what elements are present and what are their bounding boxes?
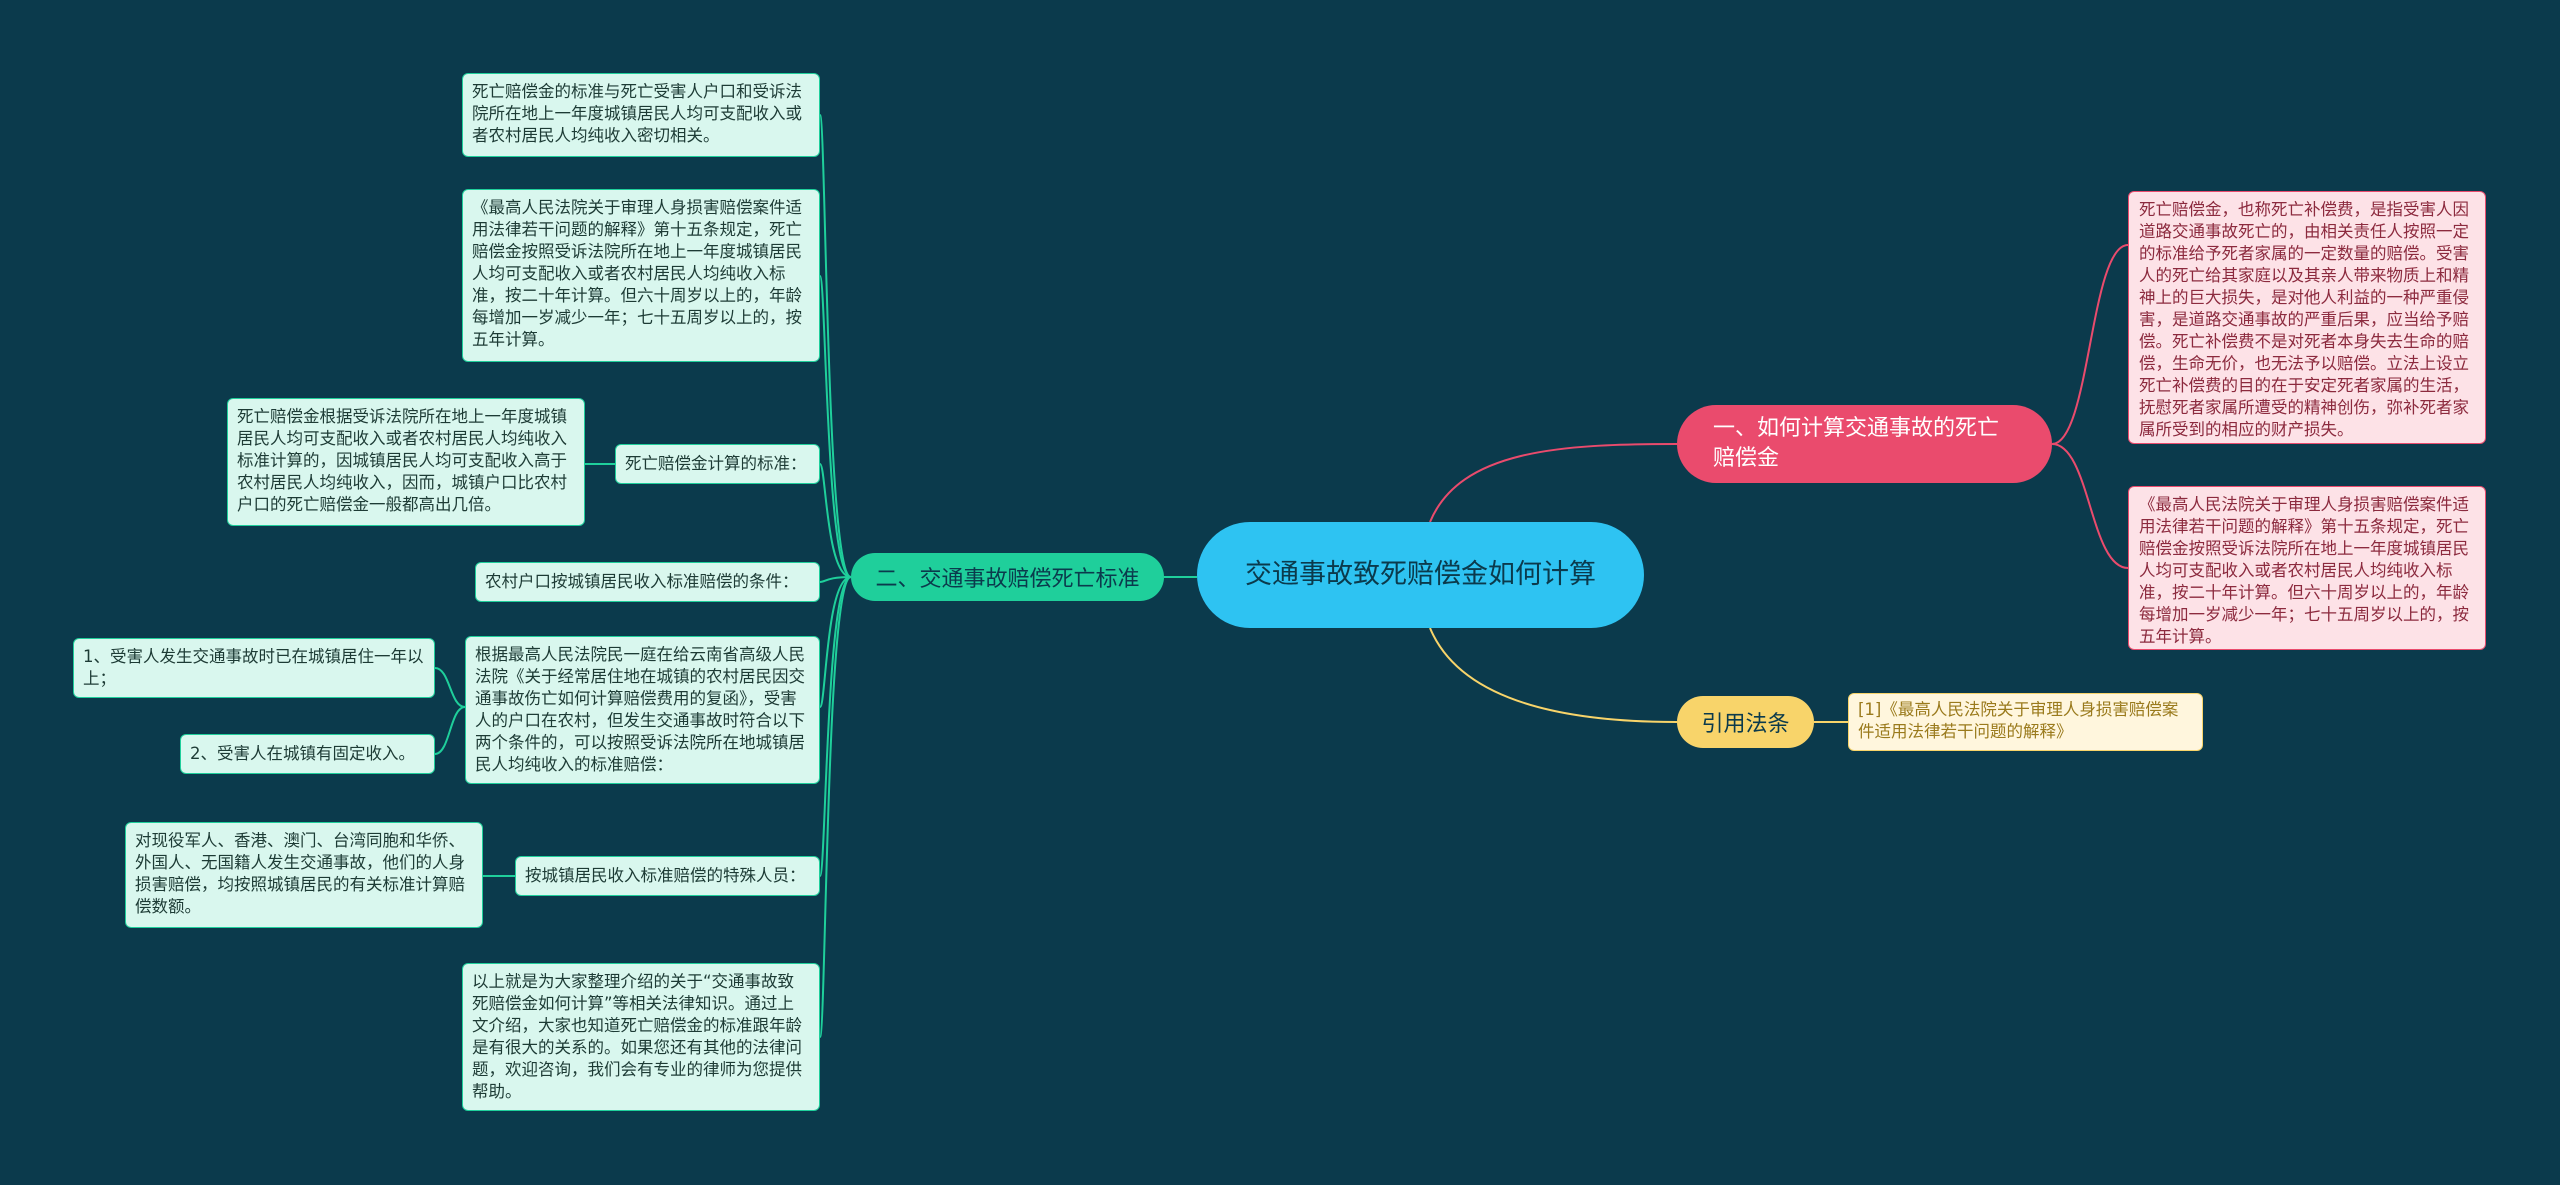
branch-cite-label: 引用法条 <box>1701 712 1790 737</box>
rural-condition-label-node[interactable]: 农村户口按城镇居民收入标准赔偿的条件： <box>475 562 820 602</box>
conclusion-text: 以上就是为大家整理介绍的关于“交通事故致死赔偿金如何计算”等相关法律知识。通过上… <box>472 972 802 1101</box>
branch-calc-label: 一、如何计算交通事故的死亡赔偿金 <box>1713 416 2000 471</box>
root-node[interactable]: 交通事故致死赔偿金如何计算 <box>1197 522 1644 628</box>
rural-condition-item-1[interactable]: 1、受害人发生交通事故时已在城镇居住一年以上； <box>73 638 435 698</box>
calc-standard-label: 死亡赔偿金计算的标准： <box>625 454 807 473</box>
rural-condition-item-1-text: 1、受害人发生交通事故时已在城镇居住一年以上； <box>83 647 424 688</box>
calc-standard-detail-note[interactable]: 死亡赔偿金根据受诉法院所在地上一年度城镇居民人均可支配收入或者农村居民人均纯收入… <box>227 398 585 526</box>
standard-intro-note[interactable]: 死亡赔偿金的标准与死亡受害人户口和受诉法院所在地上一年度城镇居民人均可支配收入或… <box>462 73 820 157</box>
conclusion-note[interactable]: 以上就是为大家整理介绍的关于“交通事故致死赔偿金如何计算”等相关法律知识。通过上… <box>462 963 820 1111</box>
rural-condition-item-2-text: 2、受害人在城镇有固定收入。 <box>190 744 415 763</box>
rural-condition-label: 农村户口按城镇居民收入标准赔偿的条件： <box>485 572 799 591</box>
calc-law-text: 《最高人民法院关于审理人身损害赔偿案件适用法律若干问题的解释》第十五条规定，死亡… <box>2139 495 2469 646</box>
rural-condition-detail-text: 根据最高人民法院民一庭在给云南省高级人民法院《关于经常居住地在城镇的农村居民因交… <box>475 645 805 774</box>
calc-standard-label-node[interactable]: 死亡赔偿金计算的标准： <box>615 444 820 484</box>
special-persons-label: 按城镇居民收入标准赔偿的特殊人员： <box>525 866 806 885</box>
branch-calc-node[interactable]: 一、如何计算交通事故的死亡赔偿金 <box>1677 405 2052 483</box>
rural-condition-detail-note[interactable]: 根据最高人民法院民一庭在给云南省高级人民法院《关于经常居住地在城镇的农村居民因交… <box>465 636 820 784</box>
standard-intro-text: 死亡赔偿金的标准与死亡受害人户口和受诉法院所在地上一年度城镇居民人均可支配收入或… <box>472 82 802 145</box>
calc-definition-note[interactable]: 死亡赔偿金，也称死亡补偿费，是指受害人因道路交通事故死亡的，由相关责任人按照一定… <box>2128 191 2486 444</box>
cite-law-note[interactable]: [1]《最高人民法院关于审理人身损害赔偿案件适用法律若干问题的解释》 <box>1848 693 2203 751</box>
standard-law-text: 《最高人民法院关于审理人身损害赔偿案件适用法律若干问题的解释》第十五条规定，死亡… <box>472 198 802 349</box>
root-node-label: 交通事故致死赔偿金如何计算 <box>1245 559 1596 590</box>
special-persons-label-node[interactable]: 按城镇居民收入标准赔偿的特殊人员： <box>515 856 820 896</box>
cite-law-text: [1]《最高人民法院关于审理人身损害赔偿案件适用法律若干问题的解释》 <box>1858 700 2179 741</box>
standard-law-note[interactable]: 《最高人民法院关于审理人身损害赔偿案件适用法律若干问题的解释》第十五条规定，死亡… <box>462 189 820 362</box>
branch-standard-label: 二、交通事故赔偿死亡标准 <box>875 567 1140 592</box>
branch-standard-node[interactable]: 二、交通事故赔偿死亡标准 <box>851 553 1164 601</box>
rural-condition-item-2[interactable]: 2、受害人在城镇有固定收入。 <box>180 734 435 774</box>
calc-standard-detail-text: 死亡赔偿金根据受诉法院所在地上一年度城镇居民人均可支配收入或者农村居民人均纯收入… <box>237 407 567 514</box>
special-persons-detail-note[interactable]: 对现役军人、香港、澳门、台湾同胞和华侨、外国人、无国籍人发生交通事故，他们的人身… <box>125 822 483 928</box>
special-persons-detail-text: 对现役军人、香港、澳门、台湾同胞和华侨、外国人、无国籍人发生交通事故，他们的人身… <box>135 831 465 916</box>
branch-cite-node[interactable]: 引用法条 <box>1677 696 1814 748</box>
calc-definition-text: 死亡赔偿金，也称死亡补偿费，是指受害人因道路交通事故死亡的，由相关责任人按照一定… <box>2139 200 2469 439</box>
calc-law-note[interactable]: 《最高人民法院关于审理人身损害赔偿案件适用法律若干问题的解释》第十五条规定，死亡… <box>2128 486 2486 650</box>
